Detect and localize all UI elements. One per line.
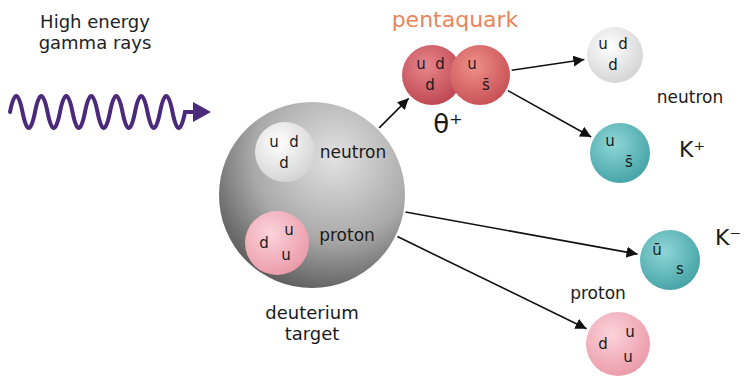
quark-letter: d [618, 36, 628, 53]
reaction-arrow [508, 91, 591, 137]
sphere [219, 102, 405, 288]
text-wrap: u [284, 222, 294, 239]
reaction-arrow [512, 60, 585, 71]
text-wrap: s [676, 261, 684, 278]
particle-label: neutron [320, 143, 386, 163]
reaction-arrow [397, 237, 586, 329]
quark-letter: d [608, 57, 618, 74]
text-wrap: u [605, 133, 615, 150]
sphere-outline [255, 122, 315, 182]
text-wrap: θ⁺ [433, 110, 463, 140]
target-sphere: deuterium targetuddneutronduuproton [219, 102, 405, 288]
quark-letter: u [284, 222, 294, 239]
sphere [587, 27, 643, 83]
particle-label: K⁻ [715, 225, 741, 250]
text-wrap: neutron [657, 88, 723, 108]
particle-sphere: uddneutron [255, 122, 315, 182]
text-wrap: u [467, 56, 477, 73]
particle-sphere: uddneutron [587, 27, 643, 83]
text-wrap: proton [319, 226, 375, 246]
text-wrap: u [623, 349, 633, 366]
text-wrap: neutron [320, 143, 386, 163]
quark-letter: ū [652, 242, 662, 259]
text-wrap: u [598, 36, 608, 53]
text-wrap: pentaquark [392, 7, 519, 32]
text-wrap: s̄ [625, 154, 633, 171]
particle-sphere: protonduu [586, 312, 650, 376]
text-wrap: d [279, 155, 289, 172]
particle-label: K⁺ [679, 137, 705, 162]
reaction-arrow [379, 98, 408, 127]
sphere [640, 230, 700, 290]
quark-letter: d [425, 77, 435, 94]
sphere-outline [587, 27, 643, 83]
particle-label: neutron [657, 88, 723, 108]
sphere-outline [640, 230, 700, 290]
text-wrap: d [618, 36, 628, 53]
sphere-outline [402, 45, 510, 105]
quark-letter: u [281, 247, 291, 264]
caption-label: High energy gamma rays [29, 12, 161, 53]
quark-letter: u [467, 56, 477, 73]
particle-label: pentaquark [392, 7, 519, 32]
sphere-outline [586, 312, 650, 376]
text-wrap: d [289, 134, 299, 151]
text-wrap: ū [652, 242, 662, 259]
quark-letter: s̄ [482, 77, 490, 94]
quark-letter: s̄ [625, 154, 633, 171]
particle-sphere: duuproton [245, 211, 309, 275]
text-wrap: u [281, 247, 291, 264]
text-wrap: proton [570, 284, 626, 304]
particle-sphere: us̄K⁺ [590, 123, 650, 183]
quark-letter: u [605, 133, 615, 150]
quark-letter: u [625, 324, 635, 341]
quark-letter: d [279, 155, 289, 172]
particle-label: proton [570, 284, 626, 304]
particle-label: θ⁺ [433, 110, 463, 140]
quark-letter: u [269, 134, 279, 151]
particle-label: proton [319, 226, 375, 246]
text-wrap: d [608, 57, 618, 74]
text-wrap: d [259, 235, 269, 252]
sphere [586, 312, 650, 376]
text-wrap: deuterium target [260, 303, 364, 344]
wave-arrowhead [193, 102, 211, 122]
sphere [590, 123, 650, 183]
sphere [255, 122, 315, 182]
sphere [245, 211, 309, 275]
sphere-outline [245, 211, 309, 275]
quark-letter: d [289, 134, 299, 151]
quark-letter: u [416, 56, 426, 73]
text-wrap: d [425, 77, 435, 94]
quark-letter: d [435, 56, 445, 73]
sphere [450, 45, 510, 105]
quark-letter: u [623, 349, 633, 366]
wave-line [10, 96, 196, 128]
text-wrap: u [625, 324, 635, 341]
particle-label: deuterium target [260, 303, 364, 344]
quark-letter: s [676, 261, 684, 278]
quark-letter: d [259, 235, 269, 252]
reaction-arrow [405, 212, 637, 254]
sphere-outline [219, 102, 405, 288]
quark-letter: u [598, 36, 608, 53]
text-wrap: K⁺ [679, 137, 705, 162]
text-wrap: u [269, 134, 279, 151]
quark-letter: d [598, 336, 608, 353]
pentaquark-spheres: pentaquarkuddus̄θ⁺ [402, 45, 510, 105]
text-wrap: K⁻ [715, 225, 741, 250]
label-wrap: High energy gamma rays [29, 12, 161, 53]
particle-sphere: ūsK⁻ [640, 230, 700, 290]
text-wrap: s̄ [482, 77, 490, 94]
text-wrap: d [598, 336, 608, 353]
sphere-outline [590, 123, 650, 183]
text-wrap: d [435, 56, 445, 73]
text-wrap: u [416, 56, 426, 73]
